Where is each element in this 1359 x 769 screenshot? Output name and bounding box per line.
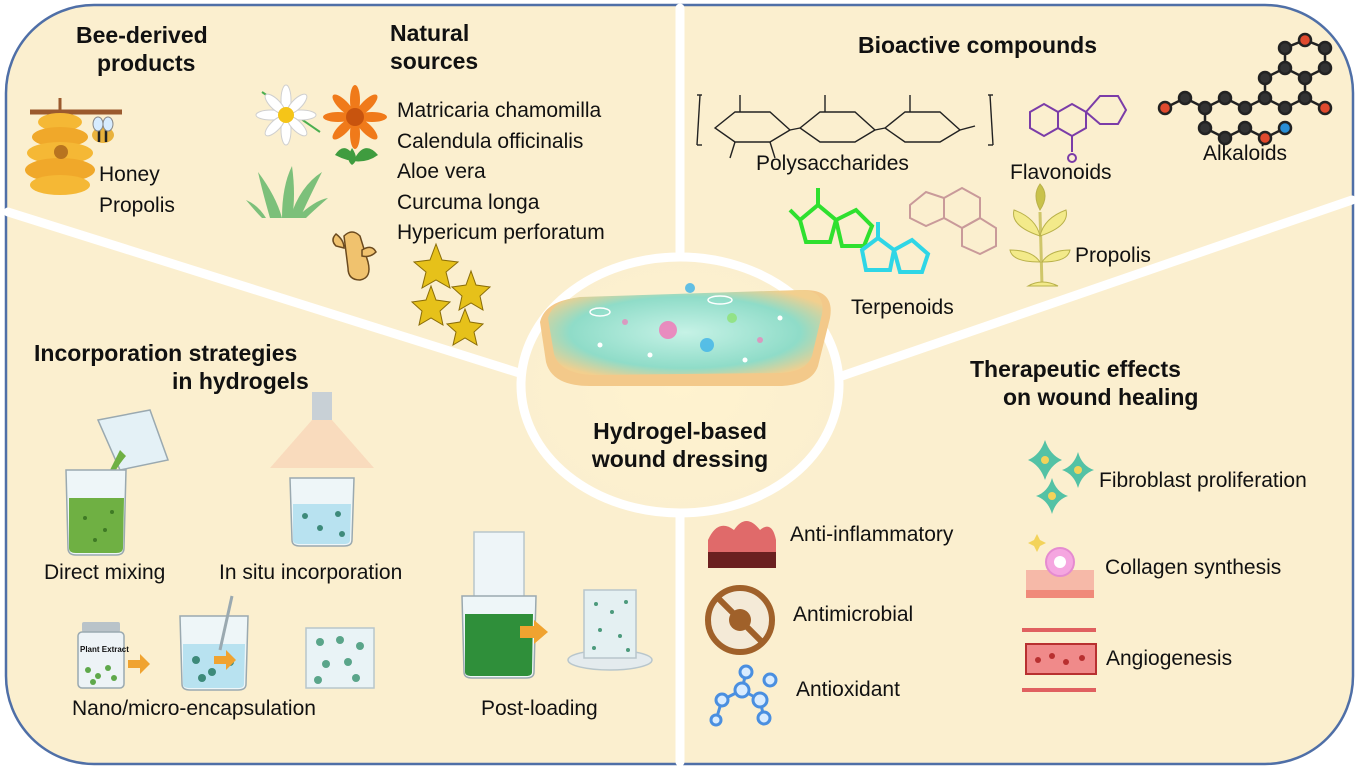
label-antimicrobial: Antimicrobial <box>793 603 914 626</box>
section-dividers <box>3 3 1357 767</box>
label-propolis-compound: Propolis <box>1075 244 1151 267</box>
antimicrobial-icon <box>705 585 775 655</box>
angiogenesis-icon <box>1022 628 1097 692</box>
therapeutic-heading-line1: Therapeutic effects <box>970 356 1181 382</box>
natural-item-chamomilla: Matricaria chamomilla <box>397 99 602 122</box>
center-title-line2: wound dressing <box>591 445 769 472</box>
natural-item-aloe: Aloe vera <box>397 160 486 183</box>
label-flavonoids: Flavonoids <box>1010 161 1112 184</box>
incorporation-heading-line1: Incorporation strategies <box>34 340 298 366</box>
hydrogel-dressing-icon <box>540 283 831 386</box>
label-post-loading: Post-loading <box>481 697 598 720</box>
label-alkaloids: Alkaloids <box>1203 142 1288 165</box>
label-terpenoids: Terpenoids <box>851 296 954 319</box>
aloe-vera-icon <box>246 166 328 218</box>
in-situ-incorporation-icon <box>270 392 374 547</box>
polysaccharide-structure-icon <box>696 94 994 159</box>
label-anti-inflammatory: Anti-inflammatory <box>790 523 954 546</box>
nano-encapsulation-icon <box>77 595 375 691</box>
bioactive-heading: Bioactive compounds <box>858 32 1097 58</box>
natural-heading-line1: Natural <box>390 20 470 46</box>
curcuma-icon <box>332 231 377 281</box>
collagen-synthesis-icon <box>1026 534 1094 598</box>
natural-heading-line2: sources <box>390 47 479 74</box>
therapeutic-heading: Therapeutic effects on wound healing <box>970 356 1198 411</box>
incorporation-heading: Incorporation strategies in hydrogels <box>34 340 309 395</box>
bee-heading-line1: Bee-derived <box>76 22 208 48</box>
label-angiogenesis: Angiogenesis <box>1106 647 1233 670</box>
label-collagen: Collagen synthesis <box>1105 556 1282 579</box>
incorporation-heading-line2: in hydrogels <box>172 367 309 394</box>
post-loading-icon <box>461 531 653 679</box>
antioxidant-icon <box>709 664 778 727</box>
calendula-icon <box>323 85 387 165</box>
label-fibroblast: Fibroblast proliferation <box>1099 469 1307 492</box>
chamomile-icon <box>255 84 321 146</box>
bee-item-honey: Honey <box>99 163 160 186</box>
propolis-plant-icon <box>1009 183 1071 287</box>
natural-item-hypericum: Hypericum perforatum <box>397 221 605 244</box>
label-antioxidant: Antioxidant <box>796 678 900 701</box>
therapeutic-heading-line2: on wound healing <box>1003 383 1199 410</box>
plant-extract-jar-label: Plant Extract <box>80 645 129 654</box>
bee-heading: Bee-derived products <box>76 22 208 77</box>
beehive-icon <box>25 98 122 195</box>
natural-item-calendula: Calendula officinalis <box>397 129 584 153</box>
natural-heading: Natural sources <box>390 20 478 75</box>
terpenoid-structure-icon <box>788 186 997 274</box>
bee-heading-line2: products <box>97 49 196 76</box>
center-title-line1: Hydrogel-based <box>593 418 767 444</box>
hypericum-icon <box>410 242 492 347</box>
alkaloid-structure-icon <box>1157 32 1333 146</box>
label-in-situ: In situ incorporation <box>219 561 403 584</box>
fibroblast-cells-icon <box>1028 440 1094 514</box>
natural-sources-list: Matricaria chamomilla Calendula officina… <box>397 96 605 249</box>
flavonoid-structure-icon <box>1029 95 1128 163</box>
natural-item-curcuma: Curcuma longa <box>397 190 540 214</box>
bee-item-propolis: Propolis <box>99 194 175 217</box>
label-direct-mixing: Direct mixing <box>44 561 166 584</box>
label-polysaccharides: Polysaccharides <box>756 152 909 175</box>
direct-mixing-icon <box>65 409 169 556</box>
anti-inflammatory-icon <box>708 521 776 568</box>
label-nano-encapsulation: Nano/micro-encapsulation <box>72 697 316 720</box>
center-title: Hydrogel-based wound dressing <box>585 418 775 473</box>
